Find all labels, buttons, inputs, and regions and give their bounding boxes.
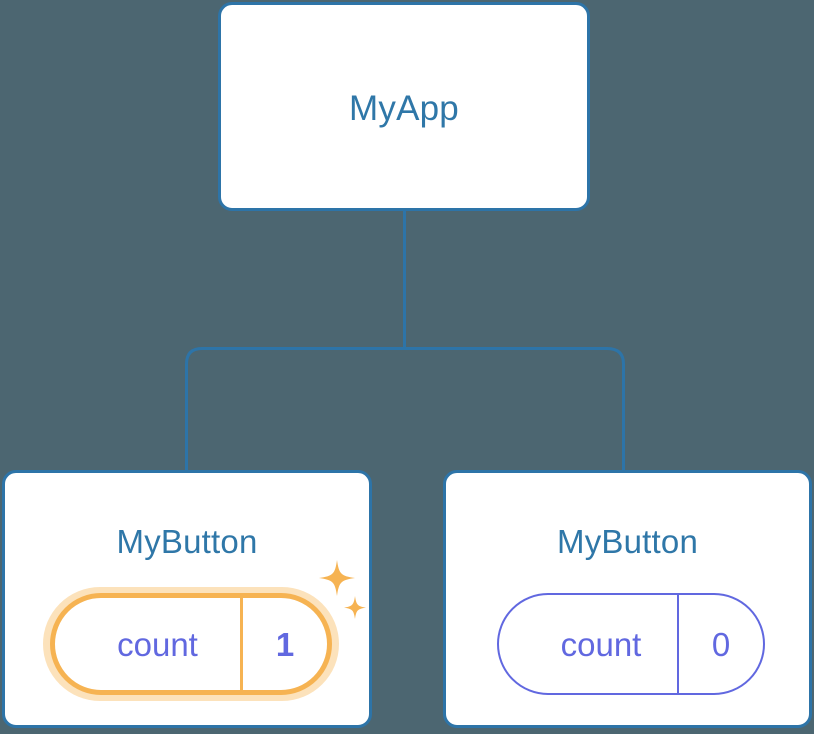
node-title-child-left: MyButton <box>116 523 258 560</box>
edge-branch-right <box>404 347 625 470</box>
node-card-root[interactable]: MyApp <box>218 2 590 211</box>
state-pill-child-left[interactable]: count 1 <box>50 593 332 695</box>
state-pill-highlight-wrapper: count 1 <box>43 587 339 701</box>
node-card-child-left[interactable]: MyButton count 1 <box>2 470 372 728</box>
node-card-child-right[interactable]: MyButton count 0 <box>443 470 812 728</box>
node-title-child-right: MyButton <box>557 523 698 560</box>
state-pill-child-right[interactable]: count 0 <box>497 593 765 695</box>
state-key-child-left: count <box>117 625 198 663</box>
state-key-child-right: count <box>560 625 642 663</box>
node-title-root: MyApp <box>349 89 459 128</box>
state-value-child-right: 0 <box>677 595 763 693</box>
state-value-child-left: 1 <box>240 598 327 690</box>
edge-branch-left <box>185 347 405 470</box>
